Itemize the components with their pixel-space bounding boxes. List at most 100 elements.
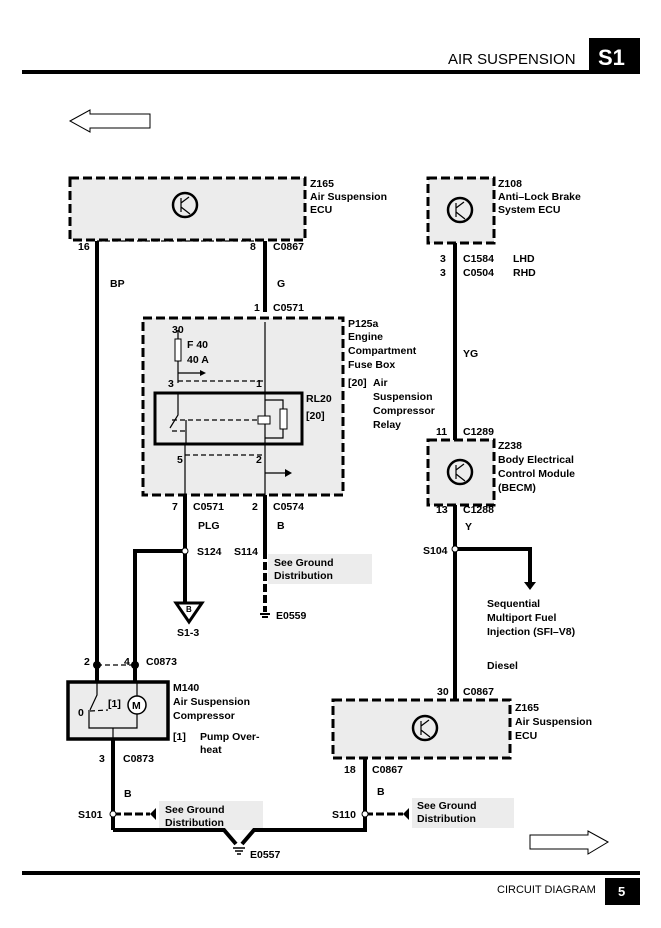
pin-label: 4 <box>124 656 130 668</box>
svg-text:Compartment: Compartment <box>348 345 417 357</box>
svg-text:3: 3 <box>168 378 174 390</box>
svg-text:Compressor: Compressor <box>373 405 435 417</box>
z108-abs-ecu: Z108 Anti–Lock Brake System ECU <box>426 176 581 245</box>
connector-id: C0867 <box>463 686 494 698</box>
svg-text:0: 0 <box>78 707 84 719</box>
pin-label: 30 <box>437 686 449 698</box>
ref-text: Sequential <box>487 598 540 610</box>
svg-text:M: M <box>132 700 141 712</box>
z165-ecu-bottom: Z165 Air Suspension ECU <box>331 698 592 760</box>
svg-text:(BECM): (BECM) <box>498 482 536 494</box>
ref-text: Distribution <box>274 570 333 582</box>
wire-color: PLG <box>198 520 220 532</box>
page-reference-link[interactable]: S1-3 <box>177 627 199 639</box>
component-name: ECU <box>310 204 332 216</box>
svg-text:Air Suspension: Air Suspension <box>515 716 592 728</box>
splice-label: S104 <box>423 545 448 557</box>
ground-distribution-ref[interactable] <box>159 801 263 830</box>
svg-text:[20]: [20] <box>306 410 325 422</box>
pin-label: 13 <box>436 504 448 516</box>
svg-text:2: 2 <box>256 454 262 466</box>
splice-label: S124 <box>197 546 222 558</box>
ref-letter: B <box>186 605 192 614</box>
wire-color: Y <box>465 521 472 533</box>
svg-text:Body Electrical: Body Electrical <box>498 454 574 466</box>
page-number-box <box>605 878 640 905</box>
transistor-icon <box>446 196 474 224</box>
svg-text:Z238: Z238 <box>498 440 522 452</box>
svg-text:System ECU: System ECU <box>498 204 560 216</box>
wire-color: BP <box>110 278 125 290</box>
wire-color: B <box>377 786 385 798</box>
pin-label: 7 <box>172 501 178 513</box>
ground-distribution-ref[interactable] <box>268 554 372 584</box>
wire-color: B <box>277 520 285 532</box>
ref-text: See Ground <box>165 804 225 816</box>
pin-label: 3 <box>99 753 105 765</box>
ref-text: Multiport Fuel <box>487 612 556 624</box>
svg-text:Compressor: Compressor <box>173 710 235 722</box>
page-number: 5 <box>618 884 625 899</box>
ground-icon <box>260 613 270 618</box>
svg-text:M140: M140 <box>173 682 199 694</box>
connector-id: C0571 <box>273 302 304 314</box>
ground-bus <box>113 758 367 846</box>
svg-text:heat: heat <box>200 744 222 756</box>
connector-id: C0571 <box>193 501 224 513</box>
connector-id: C0574 <box>273 501 304 513</box>
ground-label: E0559 <box>276 610 307 622</box>
pin-label: 3 <box>440 253 446 265</box>
ref-text: Diesel <box>487 660 518 672</box>
svg-text:Engine: Engine <box>348 331 383 343</box>
pin-label: 11 <box>436 426 447 438</box>
connector-id: C1584 <box>463 253 494 265</box>
svg-text:ECU: ECU <box>515 730 537 742</box>
splice-label: S101 <box>78 809 103 821</box>
ref-text: Distribution <box>417 813 476 825</box>
ref-text: Injection (SFI–V8) <box>487 626 575 638</box>
svg-text:Suspension: Suspension <box>373 391 433 403</box>
ground-distribution-ref[interactable] <box>412 798 514 828</box>
connector-id: C1289 <box>463 426 494 438</box>
pin-label: 8 <box>250 241 256 253</box>
svg-text:5: 5 <box>177 454 183 466</box>
svg-text:Pump Over-: Pump Over- <box>200 731 260 743</box>
page-title: AIR SUSPENSION <box>448 51 576 68</box>
wire-y-branch <box>455 547 532 582</box>
connector-id: C0873 <box>123 753 154 765</box>
svg-text:P125a: P125a <box>348 318 379 330</box>
splice-dot <box>181 547 189 555</box>
svg-text:Air Suspension: Air Suspension <box>173 696 250 708</box>
connector-id: C0504 <box>463 267 494 279</box>
page-reference-triangle-icon[interactable] <box>173 601 205 625</box>
svg-text:Anti–Lock Brake: Anti–Lock Brake <box>498 191 581 203</box>
transistor-icon <box>171 191 199 219</box>
svg-text:Z108: Z108 <box>498 178 522 190</box>
arrow-icon <box>150 808 156 820</box>
pin-label: 18 <box>344 764 356 776</box>
next-page-arrow-icon[interactable] <box>529 830 610 855</box>
ground-icon <box>233 847 245 855</box>
connector-id: C0867 <box>273 241 304 253</box>
svg-text:[1]: [1] <box>108 698 121 710</box>
p125a-fuse-box: P125a Engine Compartment Fuse Box [20] A… <box>141 316 435 497</box>
svg-text:Z165: Z165 <box>515 702 539 714</box>
fuse-icon <box>174 338 182 362</box>
variant-label: RHD <box>513 267 536 279</box>
splice-dot <box>109 810 117 818</box>
wire-color: B <box>124 788 132 800</box>
z165-ecu-top: Z165 Air Suspension ECU <box>68 176 387 242</box>
transistor-icon <box>411 714 439 742</box>
splice-label: S114 <box>234 546 258 558</box>
previous-page-arrow-icon[interactable] <box>68 109 151 133</box>
ref-text: Distribution <box>165 817 224 829</box>
connector-id: C1288 <box>463 504 494 516</box>
section-tag: S1 <box>598 45 625 70</box>
arrow-icon <box>403 808 409 820</box>
svg-text:1: 1 <box>256 378 262 390</box>
connector-id: C0867 <box>372 764 403 776</box>
svg-text:RL20: RL20 <box>306 393 332 405</box>
motor-icon <box>127 695 147 715</box>
pin-label: 2 <box>84 656 90 668</box>
ground-label: E0557 <box>250 849 281 861</box>
